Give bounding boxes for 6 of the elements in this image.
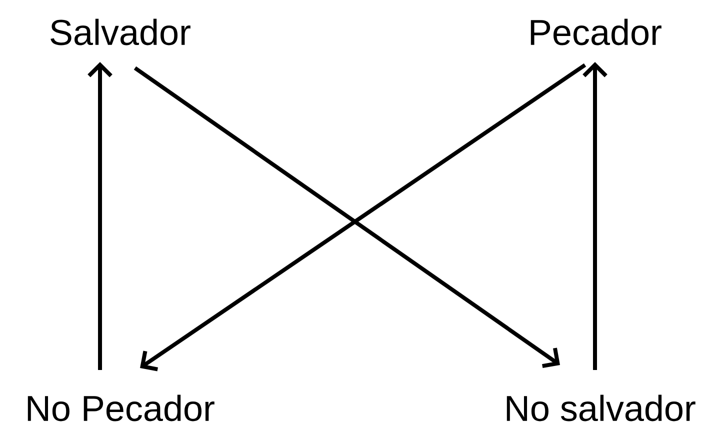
- arrow: [88, 62, 112, 370]
- node-label: Pecador: [530, 18, 662, 46]
- node-label: Salvador: [50, 18, 190, 46]
- arrow: [582, 62, 608, 370]
- node-label: No salvador: [506, 394, 696, 422]
- node-label: No Pecador: [28, 394, 214, 422]
